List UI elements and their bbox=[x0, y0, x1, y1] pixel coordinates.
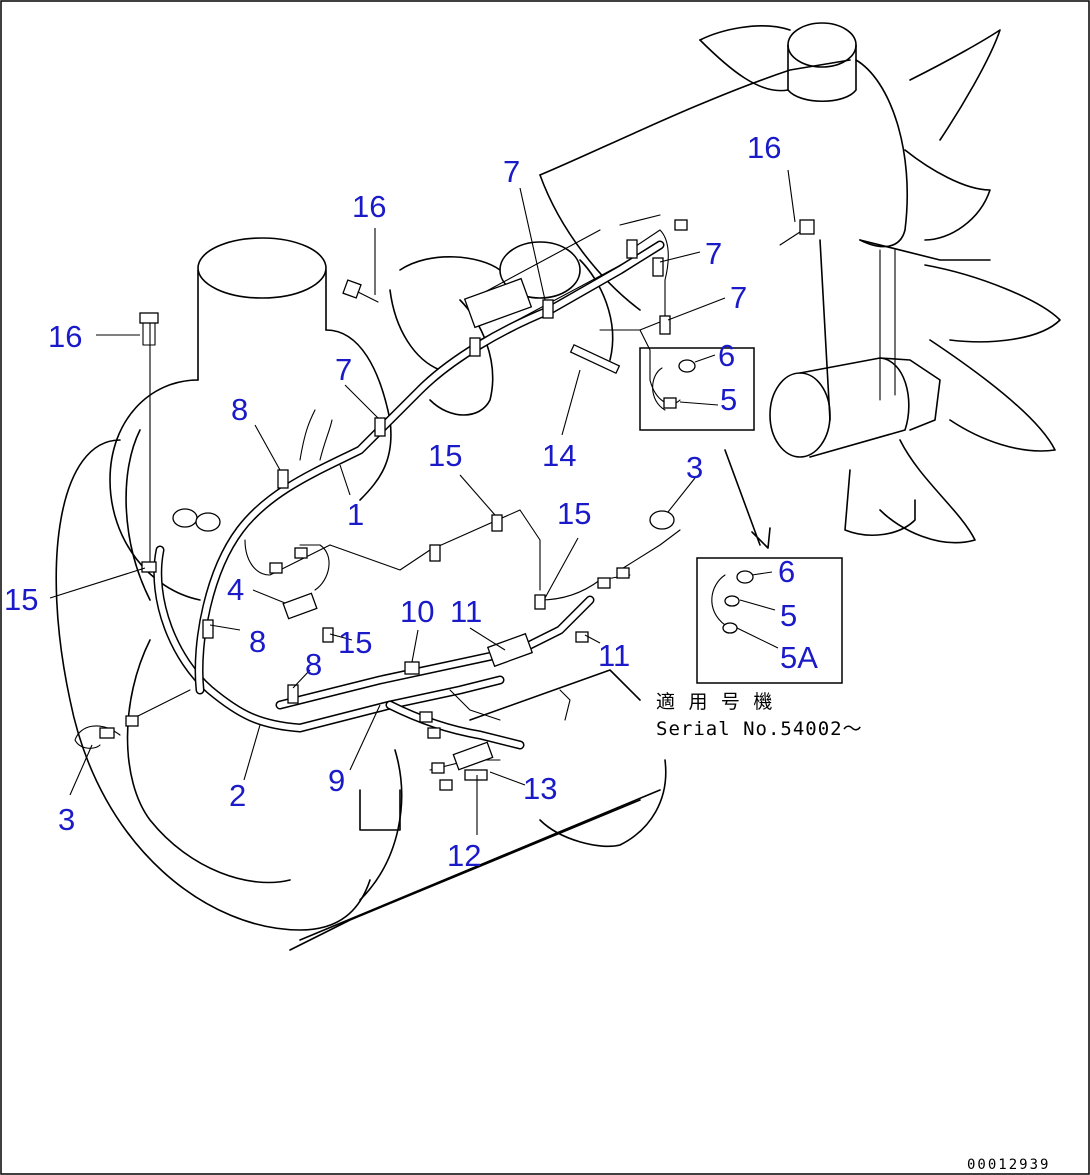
clamp-8 bbox=[287, 684, 299, 704]
callout-7: 7 bbox=[730, 280, 747, 315]
engine-line-art bbox=[55, 22, 1061, 951]
callout-11: 11 bbox=[598, 638, 630, 673]
sensor-top bbox=[172, 508, 198, 528]
bracket-14 bbox=[569, 343, 621, 375]
callout-7: 7 bbox=[335, 352, 352, 387]
detail-callout-5A: 5A bbox=[780, 640, 818, 675]
harness-main-2 bbox=[153, 545, 505, 733]
callout-15: 15 bbox=[428, 438, 462, 473]
serial-note-number: Serial No.54002～ bbox=[656, 718, 863, 740]
bolt-16-left bbox=[139, 312, 159, 324]
callout-8: 8 bbox=[249, 624, 266, 659]
callout-6: 6 bbox=[718, 338, 735, 373]
callout-2: 2 bbox=[229, 778, 246, 813]
clamp-15 bbox=[322, 627, 334, 643]
callout-1: 1 bbox=[347, 497, 364, 532]
callout-9: 9 bbox=[328, 763, 345, 798]
detail-callout-5: 5 bbox=[780, 598, 797, 633]
callout-15: 15 bbox=[338, 625, 372, 660]
callout-16: 16 bbox=[48, 319, 82, 354]
callout-15: 15 bbox=[557, 496, 591, 531]
harness-branch-lower bbox=[385, 700, 525, 750]
connector bbox=[419, 711, 433, 723]
detail-box-bottom bbox=[696, 557, 843, 684]
callout-13: 13 bbox=[523, 771, 557, 806]
callout-8: 8 bbox=[305, 647, 322, 682]
callout-16: 16 bbox=[747, 130, 781, 165]
connector bbox=[616, 567, 630, 579]
detail-box-top bbox=[639, 347, 755, 431]
harness-center bbox=[275, 595, 595, 710]
connector bbox=[674, 219, 688, 231]
callout-7: 7 bbox=[705, 236, 722, 271]
sensor-3-right bbox=[649, 510, 675, 530]
connector-4 bbox=[282, 592, 318, 620]
plate bbox=[463, 277, 533, 329]
callout-11: 11 bbox=[450, 594, 482, 629]
connector-10 bbox=[404, 661, 420, 675]
clamp-7 bbox=[652, 257, 664, 277]
callout-5: 5 bbox=[720, 382, 737, 417]
callout-labels: 16 16 16 7 7 7 7 8 8 8 1 2 3 3 4 5 6 9 1… bbox=[4, 130, 818, 873]
clamp-15 bbox=[491, 514, 503, 532]
detail-callout-6: 6 bbox=[778, 554, 795, 589]
callout-15: 15 bbox=[4, 582, 38, 617]
clamp-15 bbox=[534, 594, 546, 610]
leader-lines bbox=[49, 169, 796, 835]
clamp-8 bbox=[202, 619, 214, 639]
clamp-15 bbox=[429, 544, 441, 562]
connector bbox=[427, 727, 441, 739]
sensor-top bbox=[195, 512, 221, 532]
callout-10: 10 bbox=[400, 594, 434, 629]
bolt-16-mid bbox=[342, 279, 362, 299]
callout-4: 4 bbox=[227, 572, 244, 607]
bracket-13 bbox=[464, 769, 488, 781]
bolt-16-right bbox=[799, 219, 815, 235]
callout-14: 14 bbox=[542, 438, 576, 473]
connector bbox=[125, 715, 139, 727]
serial-note: 適 用 号 機 Serial No.54002～ bbox=[656, 691, 863, 740]
connector bbox=[294, 547, 308, 559]
clamp-7 bbox=[626, 239, 638, 259]
sensor-12 bbox=[452, 741, 494, 771]
clamp-15-left bbox=[141, 561, 157, 573]
serial-note-heading: 適 用 号 機 bbox=[656, 691, 773, 713]
clamp-8 bbox=[277, 469, 289, 489]
drawing-number: 00012939 bbox=[967, 1157, 1050, 1173]
thin-wiring bbox=[74, 229, 681, 771]
connector bbox=[269, 562, 283, 574]
clamp-7 bbox=[542, 299, 554, 319]
clamp-7 bbox=[469, 337, 481, 357]
harness-upper-1 bbox=[194, 240, 665, 695]
direction-arrow bbox=[724, 449, 771, 549]
callout-12: 12 bbox=[447, 838, 481, 873]
callout-3: 3 bbox=[686, 450, 703, 485]
connector bbox=[439, 779, 453, 791]
connector bbox=[597, 577, 611, 589]
components bbox=[99, 219, 815, 791]
connector bbox=[99, 727, 115, 739]
clamp-7 bbox=[659, 315, 671, 335]
connector bbox=[575, 631, 589, 643]
clamp-7 bbox=[374, 417, 386, 437]
relay-11 bbox=[486, 632, 534, 668]
callout-3: 3 bbox=[58, 802, 75, 837]
callout-8: 8 bbox=[231, 392, 248, 427]
connector bbox=[431, 762, 445, 774]
callout-16: 16 bbox=[352, 189, 386, 224]
callout-7: 7 bbox=[503, 154, 520, 189]
